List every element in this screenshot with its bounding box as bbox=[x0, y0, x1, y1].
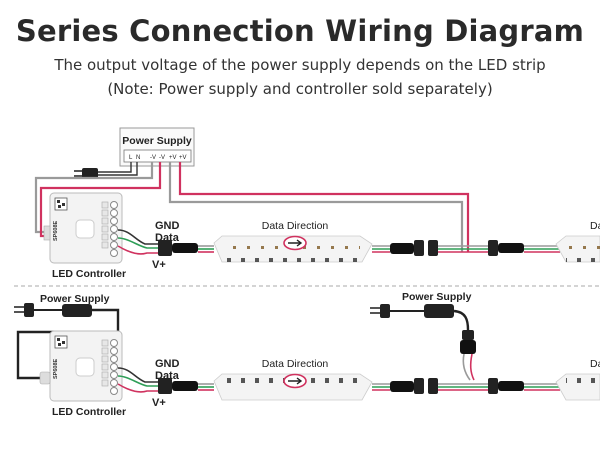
bottom-led-strip-2: Da bbox=[555, 358, 600, 401]
bottom-left-power-supply-label: Power Supply bbox=[40, 293, 110, 305]
terminal-v-plus-1: +V bbox=[169, 155, 177, 161]
bottom-right-power-supply-label: Power Supply bbox=[402, 291, 472, 303]
terminal-v-minus-2: -V bbox=[159, 155, 165, 161]
top-strip-joint-connector bbox=[372, 240, 560, 256]
top-diagram: Power Supply L N -V -V +V +V SP608E bbox=[34, 127, 600, 280]
terminal-n: N bbox=[136, 155, 140, 161]
bottom-led-controller: SP608E bbox=[39, 330, 123, 402]
top-power-supply-label: Power Supply bbox=[122, 135, 192, 147]
top-vplus-label: V+ bbox=[152, 259, 166, 271]
terminal-v-minus-1: -V bbox=[150, 155, 156, 161]
bottom-input-connector bbox=[158, 378, 214, 394]
bottom-next-strip-label: Da bbox=[590, 358, 600, 370]
page-title: Series Connection Wiring Diagram bbox=[15, 14, 585, 48]
bottom-right-adapter-brick bbox=[424, 304, 454, 318]
terminal-v-plus-2: +V bbox=[179, 155, 187, 161]
top-led-strip-2: Da bbox=[555, 220, 600, 263]
terminal-l: L bbox=[129, 155, 133, 161]
bottom-gnd-wire bbox=[117, 367, 158, 383]
top-ac-plug-icon bbox=[74, 162, 138, 179]
top-vplus-wire bbox=[117, 245, 158, 255]
top-psu-neg-wire-to-strip bbox=[168, 162, 464, 252]
bottom-controller-label: LED Controller bbox=[52, 406, 126, 418]
top-data-wire bbox=[117, 237, 158, 249]
top-power-supply: Power Supply L N -V -V +V +V bbox=[119, 127, 195, 167]
page-subtitle: The output voltage of the power supply d… bbox=[54, 56, 546, 74]
top-data-direction-label: Data Direction bbox=[262, 220, 329, 232]
top-input-connector bbox=[158, 240, 214, 256]
bottom-data-direction-label: Data Direction bbox=[262, 358, 329, 370]
bottom-left-adapter-brick bbox=[62, 304, 92, 317]
top-gnd-label: GND bbox=[155, 220, 180, 232]
top-next-strip-label: Da bbox=[590, 220, 600, 232]
top-led-strip-1: Data Direction bbox=[213, 220, 373, 263]
bottom-controller-qr-icon bbox=[54, 335, 68, 349]
bottom-led-strip-1: Data Direction bbox=[213, 358, 373, 401]
bottom-vplus-wire bbox=[117, 383, 158, 393]
bottom-strip-joint-connector bbox=[372, 378, 560, 394]
top-controller-label: LED Controller bbox=[52, 268, 126, 280]
bottom-controller-button bbox=[75, 357, 95, 377]
bottom-controller-model: SP608E bbox=[53, 358, 59, 379]
top-controller-qr-icon bbox=[54, 197, 68, 211]
bottom-right-ac-plug-icon bbox=[380, 304, 390, 318]
top-led-controller: SP608E bbox=[43, 192, 123, 264]
bottom-diagram: Power Supply SP608E bbox=[14, 291, 600, 418]
top-controller-button bbox=[75, 219, 95, 239]
bottom-left-ac-plug-icon bbox=[24, 303, 34, 317]
bottom-data-wire bbox=[117, 375, 158, 387]
bottom-vplus-label: V+ bbox=[152, 397, 166, 409]
bottom-right-power-adapter: Power Supply bbox=[370, 291, 476, 381]
top-psu-pos-wire-to-strip bbox=[178, 162, 470, 252]
bottom-gnd-label: GND bbox=[155, 358, 180, 370]
top-gnd-wire bbox=[117, 229, 158, 245]
page-note: (Note: Power supply and controller sold … bbox=[107, 80, 493, 98]
top-controller-model: SP608E bbox=[53, 220, 59, 241]
